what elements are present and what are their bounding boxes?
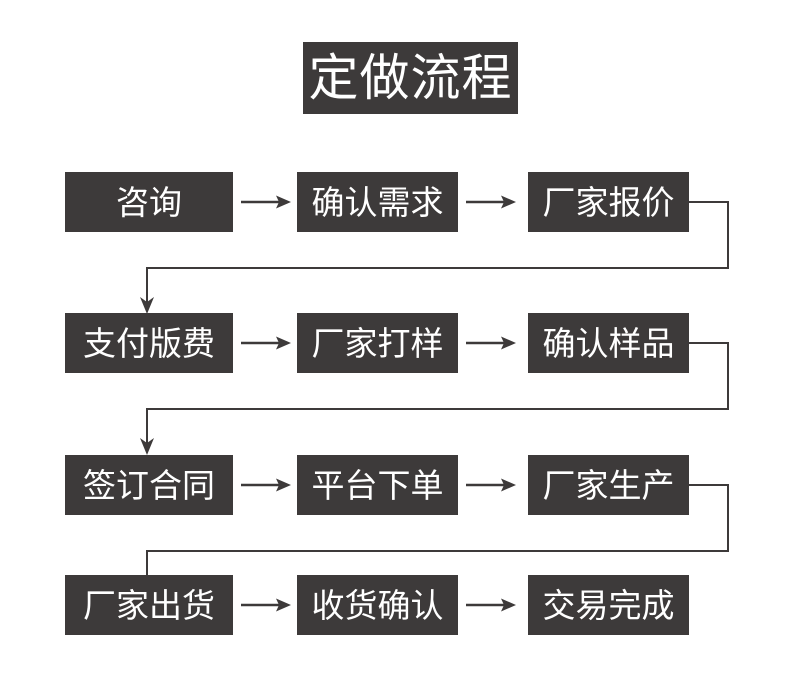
step-box-r1c1[interactable]: 咨询	[65, 172, 233, 232]
step-box-r2c2[interactable]: 厂家打样	[297, 313, 458, 373]
step-label-r2c3: 确认样品	[542, 324, 675, 362]
step-box-r3c1[interactable]: 签订合同	[65, 455, 233, 515]
arrow-right-icon-r4-2	[466, 598, 516, 612]
arrow-right-icon-r1-2	[466, 195, 516, 209]
step-label-r4c3: 交易完成	[542, 586, 675, 624]
step-box-r1c3[interactable]: 厂家报价	[528, 172, 689, 232]
arrow-right-icon-r2-2	[466, 336, 516, 350]
step-label-r3c3: 厂家生产	[542, 466, 675, 504]
step-box-r2c3[interactable]: 确认样品	[528, 313, 689, 373]
arrow-right-icon-r4-1	[241, 598, 291, 612]
diagram-title-box: 定做流程	[303, 42, 518, 114]
step-box-r4c2[interactable]: 收货确认	[297, 575, 458, 635]
step-box-r2c1[interactable]: 支付版费	[65, 313, 233, 373]
step-label-r1c2: 确认需求	[311, 183, 444, 221]
diagram-title-text: 定做流程	[308, 50, 513, 106]
step-box-r3c3[interactable]: 厂家生产	[528, 455, 689, 515]
step-label-r1c1: 咨询	[116, 183, 182, 221]
elbow-connector-down-icon-3	[140, 484, 729, 597]
arrow-right-icon-r1-1	[241, 195, 291, 209]
step-label-r3c1: 签订合同	[83, 466, 215, 504]
step-box-r1c2[interactable]: 确认需求	[297, 172, 458, 232]
elbow-connector-down-icon-1	[140, 201, 729, 314]
step-label-r2c2: 厂家打样	[311, 324, 444, 362]
step-box-r4c1[interactable]: 厂家出货	[65, 575, 233, 635]
step-label-r3c2: 平台下单	[311, 466, 444, 504]
step-box-r4c3[interactable]: 交易完成	[528, 575, 689, 635]
arrow-right-icon-r3-1	[241, 478, 291, 492]
step-label-r1c3: 厂家报价	[542, 183, 675, 221]
step-label-r4c2: 收货确认	[311, 586, 444, 624]
step-box-r3c2[interactable]: 平台下单	[297, 455, 458, 515]
step-label-r2c1: 支付版费	[83, 324, 215, 362]
arrow-right-icon-r2-1	[241, 336, 291, 350]
step-label-r4c1: 厂家出货	[83, 586, 215, 624]
arrow-right-icon-r3-2	[466, 478, 516, 492]
elbow-connector-down-icon-2	[140, 342, 729, 455]
